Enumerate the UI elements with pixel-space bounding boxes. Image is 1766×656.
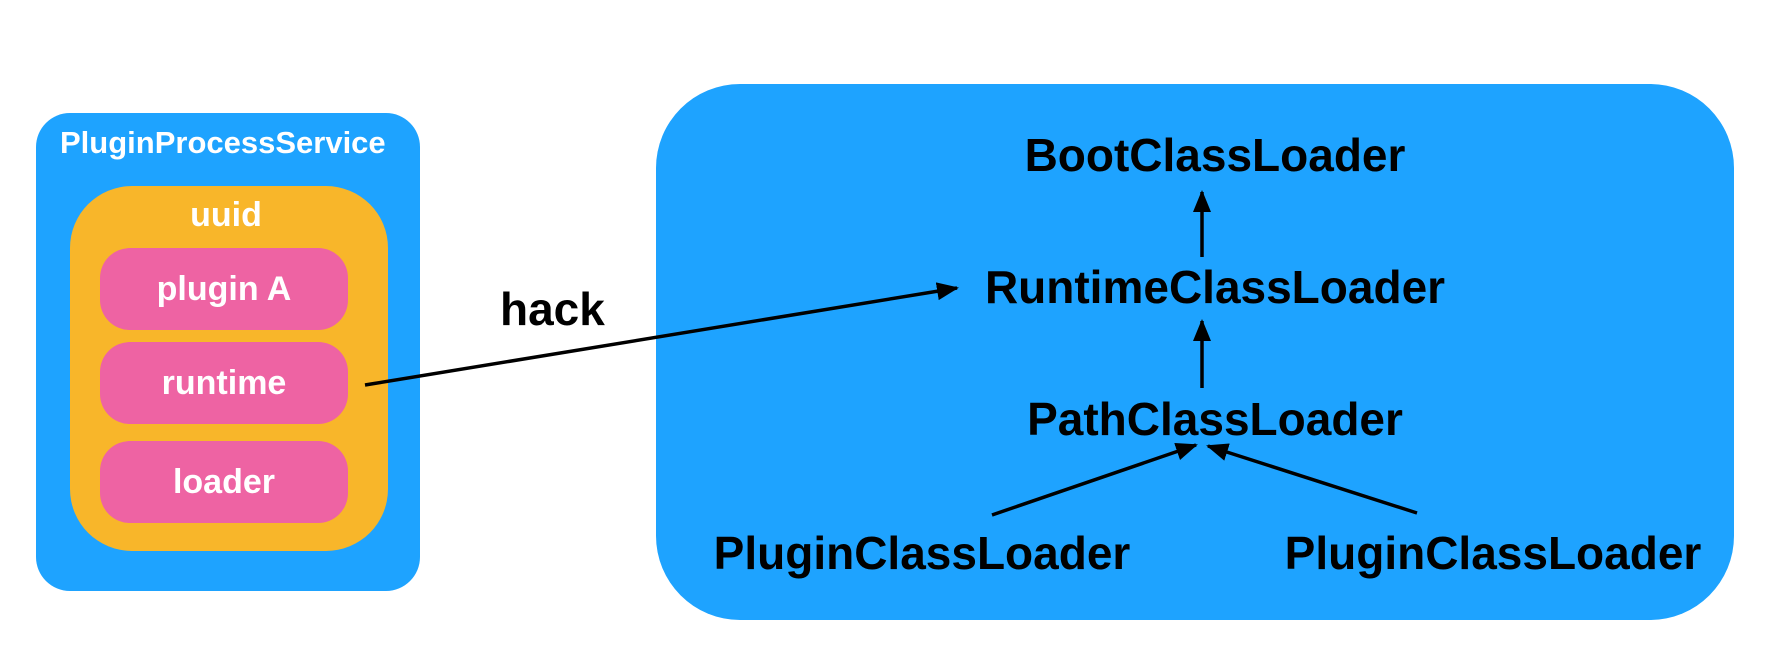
runtime-classloader-node: RuntimeClassLoader <box>984 261 1446 313</box>
uuid-label: uuid <box>190 196 262 234</box>
runtime-item: runtime <box>100 342 348 424</box>
plugin-classloader-node-right: PluginClassLoader <box>1284 527 1702 579</box>
hack-label: hack <box>500 283 605 335</box>
path-classloader-node: PathClassLoader <box>1027 393 1403 445</box>
loader-item: loader <box>100 441 348 523</box>
plugin-classloader-node-left: PluginClassLoader <box>713 527 1131 579</box>
boot-classloader-node: BootClassLoader <box>1024 129 1406 181</box>
plugin-a-item: plugin A <box>100 248 348 330</box>
plugin-process-service-label: PluginProcessService <box>60 125 386 160</box>
